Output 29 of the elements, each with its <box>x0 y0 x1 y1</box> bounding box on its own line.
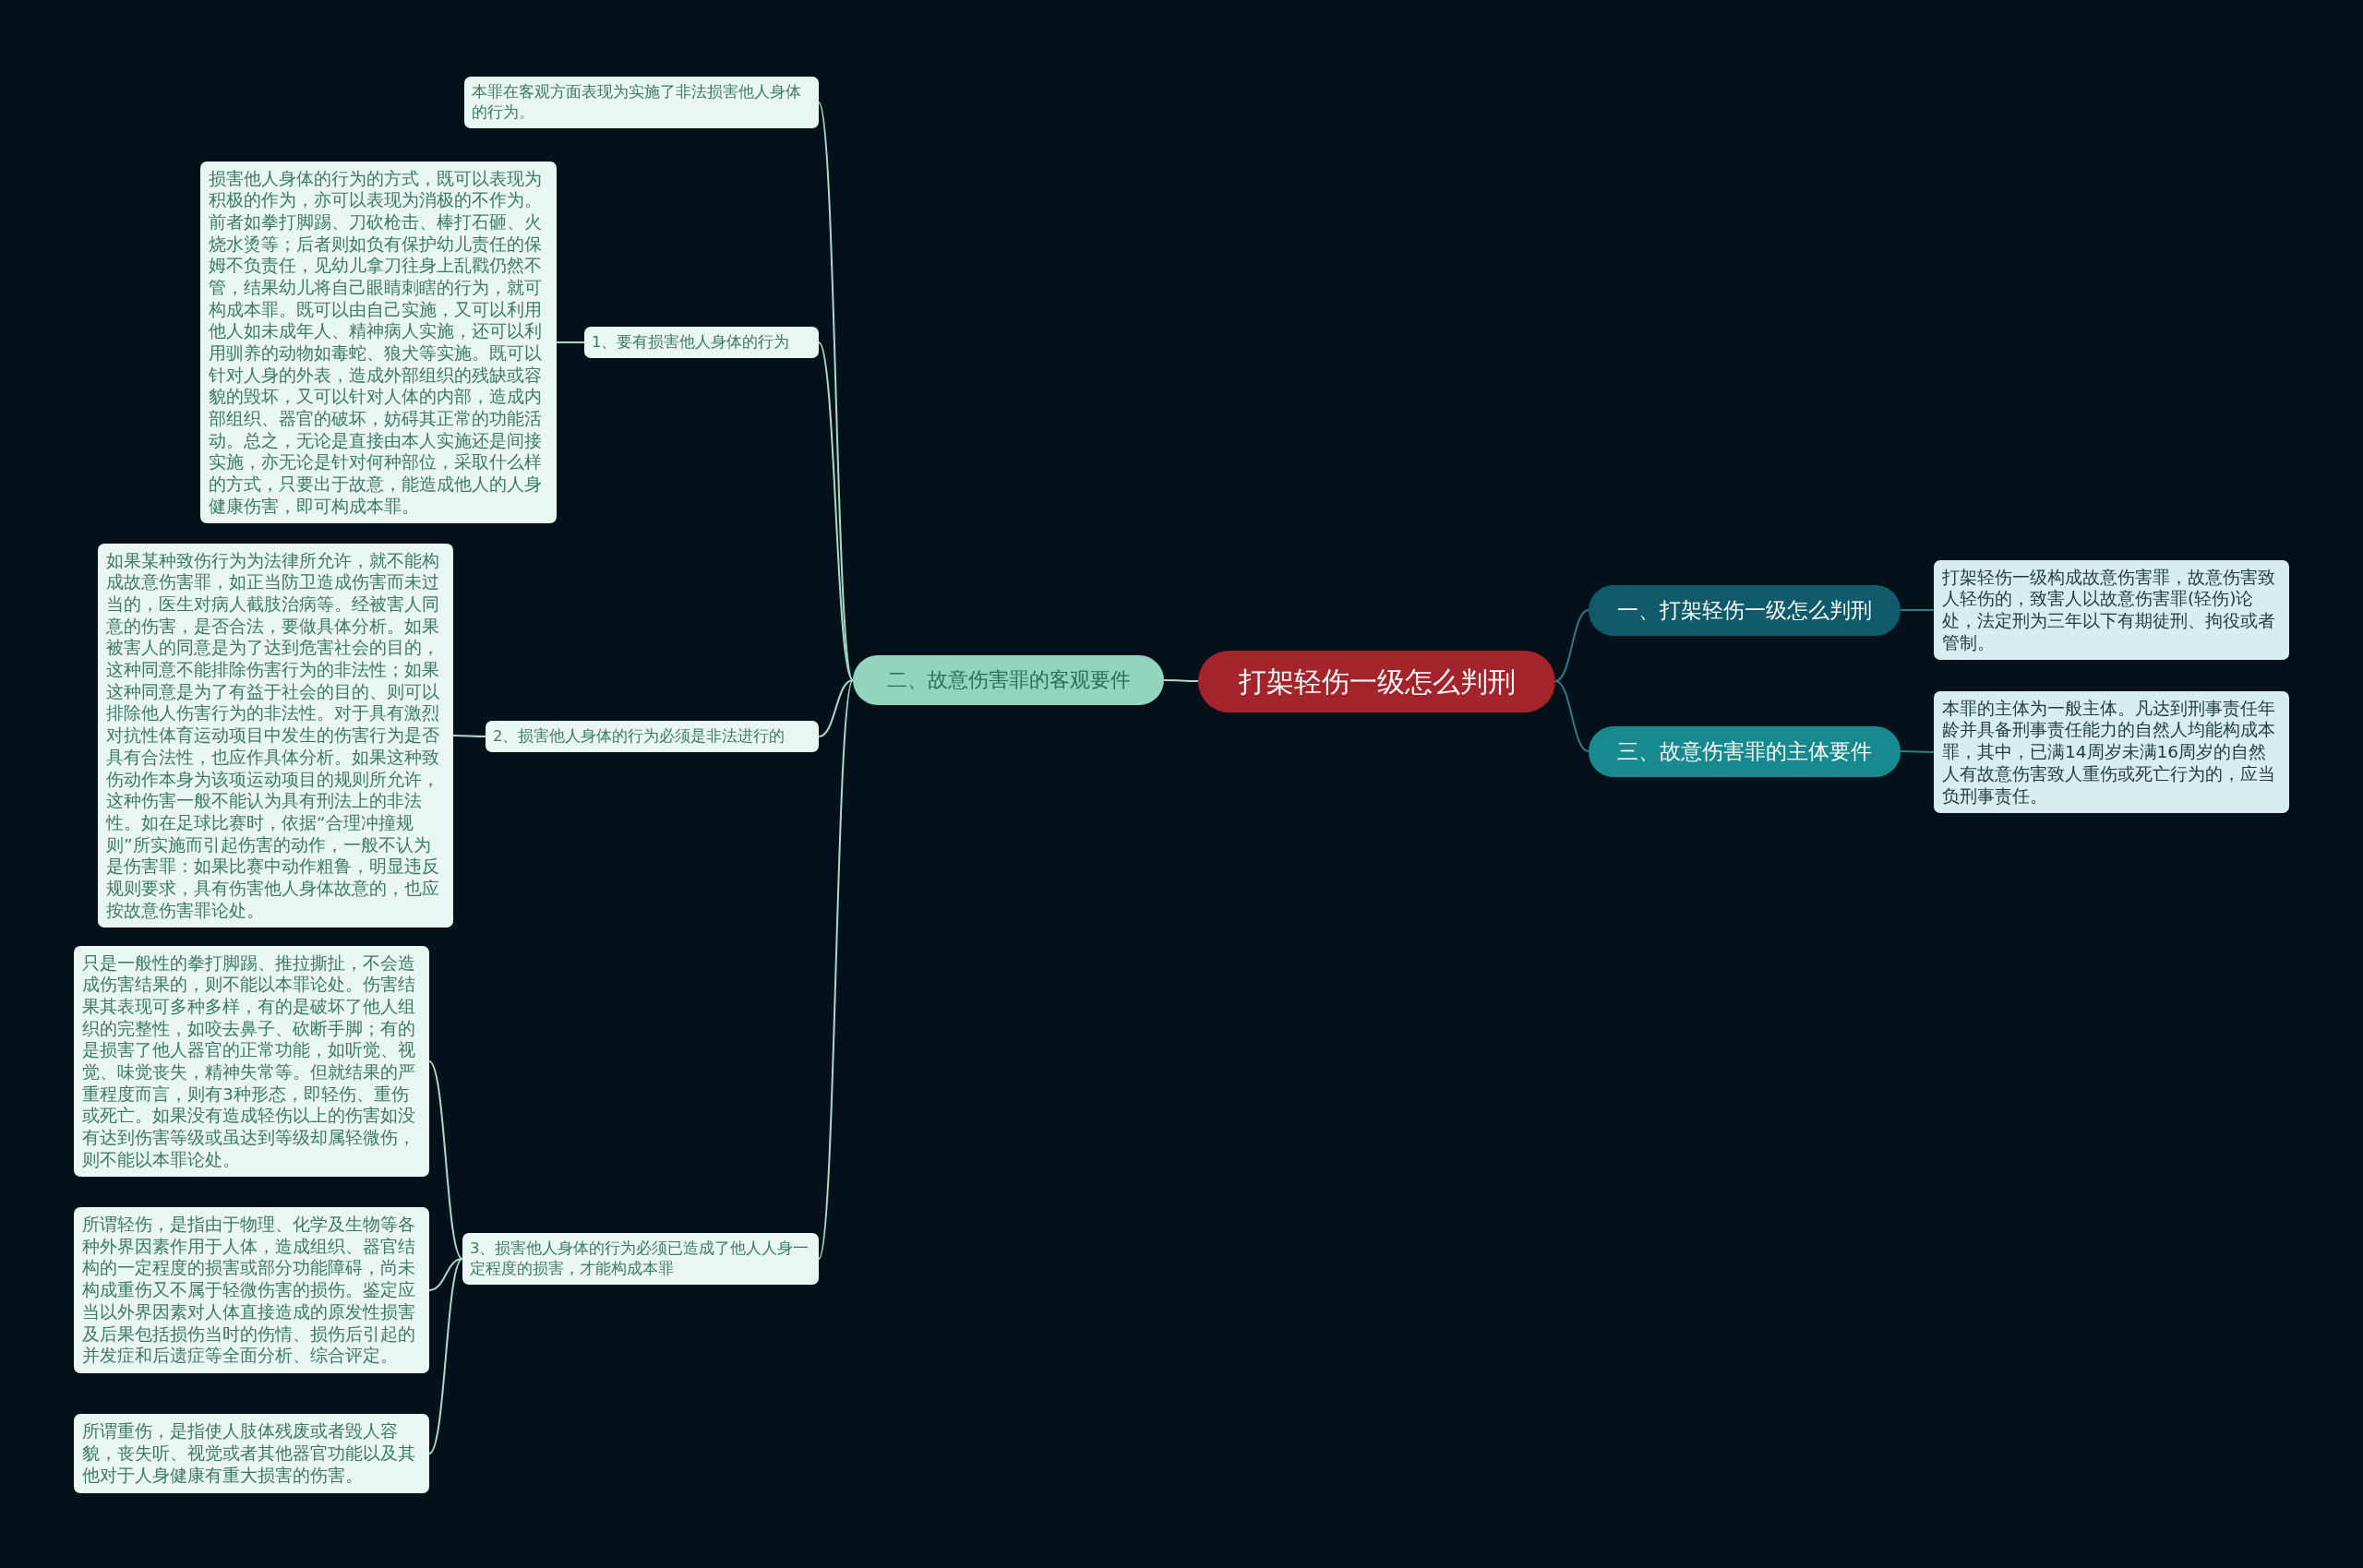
connector-line <box>1554 680 1589 752</box>
connector-line <box>818 679 854 737</box>
note-box: 损害他人身体的行为的方式，既可以表现为积极的作为，亦可以表现为消极的不作为。前者如拳打脚踢、刀砍枪击、棒打石砸、火烧水烫等；后者则如负有保护幼儿责任的保姆不负责任，见幼儿拿刀往身上乱戳仍然不管，结果幼儿将自己眼睛刺瞎的行为，就可构成本罪。既可以由自己实施，又可以利用他人如未成年人、精神病人实施，还可以利用驯养的动物如毒蛇、狼犬等实施。既可以针对人身的外表，造成外部组织的残缺或容貌的毁坏，又可以针对人体的内部，造成内部组织、器官的破坏，妨碍其正常的功能活动。总之，无论是直接由本人实施还是间接实施，亦无论是针对何种部位，采取什么样的方式，只要出于故意，能造成他人的人身健康伤害，即可构成本罪。 <box>200 161 557 524</box>
note-box: 所谓轻伤，是指由于物理、化学及生物等各种外界因素作用于人体，造成组织、器官结构的一定程度的损害或部分功能障碍，尚未构成重伤又不属于轻微伤害的损伤。鉴定应当以外界因素对人体直接造成的原发性损害及后果包括损伤当时的伤情、损伤后引起的并发症和后遗症等全面分析、综合评定。 <box>74 1207 429 1373</box>
subtopic-box: 1、要有损害他人身体的行为 <box>584 326 819 359</box>
connector-line <box>428 1060 463 1260</box>
note-box: 打架轻伤一级构成故意伤害罪，故意伤害致人轻伤的，致害人以故意伤害罪(轻伤)论处，法定刑为三年以下有期徒刑、拘役或者管制。 <box>1934 559 2289 661</box>
note-box: 只是一般性的拳打脚踢、推拉撕扯，不会造成伤害结果的，则不能以本罪论处。伤害结果其表现可多种多样，有的是破坏了他人组织的完整性，如咬去鼻子、砍断手脚；有的是损害了他人器官的正常功能，如听觉、视觉、味觉丧失，精神失常等。但就结果的严重程度而言，则有3种形态，即轻伤、重伤或死亡。如果没有造成轻伤以上的伤害如没有达到伤害等级或虽达到等级却属轻微伤，则不能以本罪论处。 <box>74 945 429 1178</box>
connector-line <box>818 679 854 1260</box>
subtopic-box: 3、损害他人身体的行为必须已造成了他人人身一定程度的损害，才能构成本罪 <box>462 1232 819 1286</box>
branch-topic: 一、打架轻伤一级怎么判刑 <box>1589 584 1901 636</box>
subtopic-box: 本罪在客观方面表现为实施了非法损害他人身体的行为。 <box>464 76 819 129</box>
note-box: 本罪的主体为一般主体。凡达到刑事责任年龄并具备刑事责任能力的自然人均能构成本罪，其中，已满14周岁未满16周岁的自然人有故意伤害致人重伤或死亡行为的，应当负刑事责任。 <box>1934 690 2289 814</box>
connector-line <box>818 102 854 681</box>
note-box: 所谓重伤，是指使人肢体残废或者毁人容貌，丧失听、视觉或者其他器官功能以及其他对于人身健康有重大损害的伤害。 <box>74 1414 429 1493</box>
subtopic-box: 2、损害他人身体的行为必须是非法进行的 <box>486 720 819 753</box>
connector-line <box>556 341 585 343</box>
note-box: 如果某种致伤行为为法律所允许，就不能构成故意伤害罪，如正当防卫造成伤害而未过当的，医生对病人截肢治病等。经被害人同意的伤害，是否合法，要做具体分析。如果被害人的同意是为了达到危害社会的目的，这种同意不能排除伤害行为的非法性；如果这种同意是为了有益于社会的目的、则可以排除他人伤害行为的非法性。对于具有激烈对抗性体育运动项目中发生的伤害行为是否具有合法性，也应作具体分析。如果这种致伤动作本身为该项运动项目的规则所允许，这种伤害一般不能认为具有刑法上的非法性。如在足球比赛时，依据“合理冲撞规则”所实施而引起伤害的动作，一般不认为是伤害罪：如果比赛中动作粗鲁，明显违反规则要求，具有伤害他人身体故意的，也应按故意伤害罪论处。 <box>98 543 453 928</box>
connector-line <box>1900 750 1935 753</box>
connector-line <box>428 1258 463 1291</box>
branch-topic: 二、故意伤害罪的客观要件 <box>853 655 1164 705</box>
connector-line <box>1554 609 1589 682</box>
connector-line <box>452 735 486 737</box>
connector-line <box>428 1258 463 1454</box>
branch-topic: 三、故意伤害罪的主体要件 <box>1589 725 1901 777</box>
connector-line <box>818 341 854 681</box>
central-topic: 打架轻伤一级怎么判刑 <box>1198 650 1555 712</box>
connector-line <box>1900 609 1935 611</box>
connector-line <box>1163 679 1199 682</box>
